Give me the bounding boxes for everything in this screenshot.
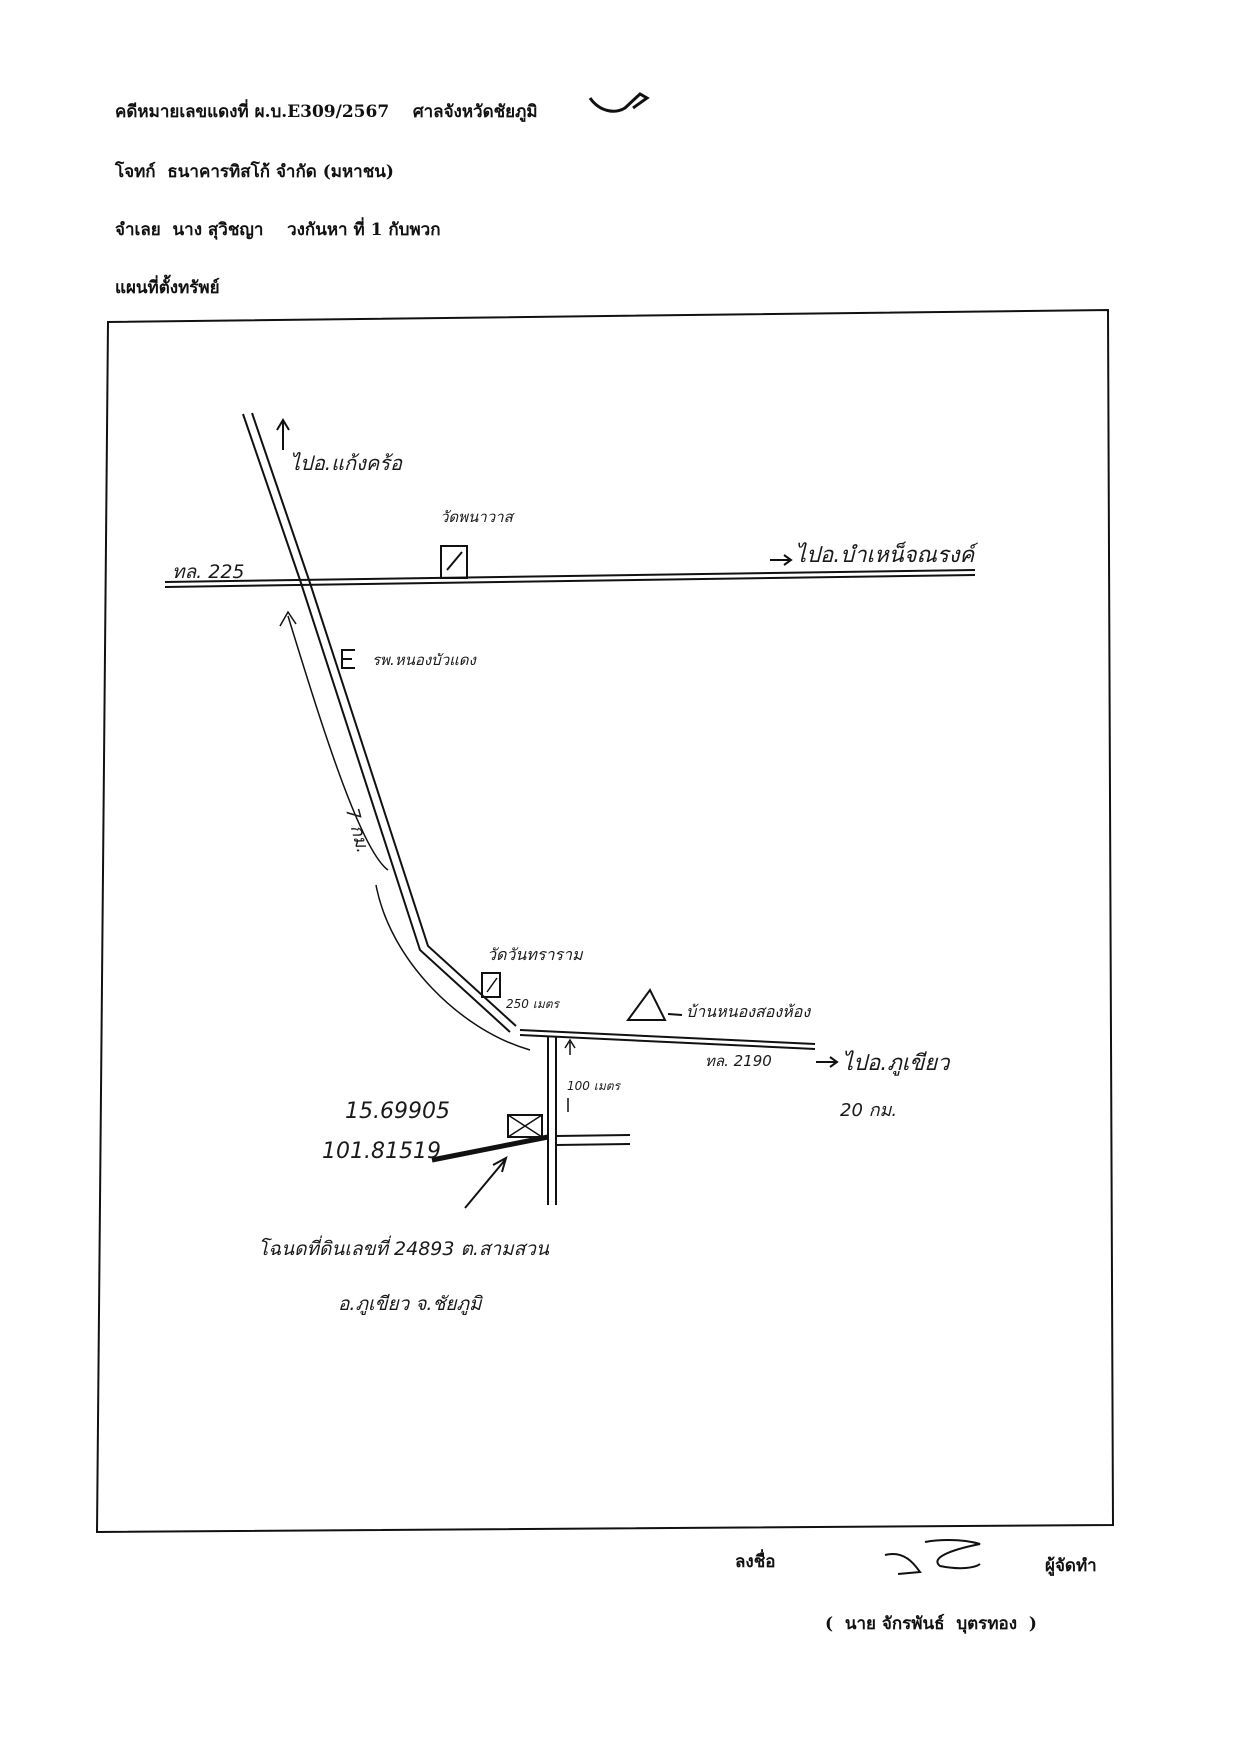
label-go-east-bottom: ไปอ.ภูเขียว xyxy=(842,1050,951,1076)
label-go-east-top: ไปอ.บำเหน็จณรงค์ xyxy=(795,541,979,568)
label-250m: 250 เมตร xyxy=(506,997,561,1011)
label-plot-line2: อ.ภูเขียว จ.ชัยภูมิ xyxy=(338,1293,484,1315)
cross-road xyxy=(555,1143,631,1146)
sign-label: ลงชื่อ xyxy=(735,1552,776,1572)
cross-road xyxy=(555,1134,631,1137)
map-title: แผนที่ตั้งทรัพย์ xyxy=(115,278,220,298)
road-2190 xyxy=(519,1029,816,1050)
stamp-mark xyxy=(588,92,650,113)
plaintiff-line: โจทก์ ธนาคารทิสโก้ จำกัด (มหาชน) xyxy=(115,162,394,182)
label-plot-line1: โฉนดที่ดินเลขที่ 24893 ต.สามสวน xyxy=(258,1235,550,1260)
label-longitude: 101.81519 xyxy=(322,1139,441,1164)
temple-top-icon xyxy=(440,545,468,579)
signer-name: ( นาย จักรพันธ์ บุตรทอง ) xyxy=(825,1614,1037,1634)
label-100m: 100 เมตร xyxy=(567,1079,622,1093)
label-temple-bottom: วัดวันทราราม xyxy=(487,945,584,964)
label-latitude: 15.69905 xyxy=(345,1099,450,1124)
north-arrow-icon xyxy=(276,418,290,450)
label-hospital: รพ.หนองบัวแดง xyxy=(372,651,478,669)
access-road xyxy=(431,1134,549,1163)
temple-bottom-icon xyxy=(481,972,501,998)
label-highway-225: ทล. 225 xyxy=(172,561,245,583)
landmark-triangle-icon xyxy=(626,988,667,1021)
main-road xyxy=(242,412,517,1033)
label-landmark: บ้านหนองสองห้อง xyxy=(686,1002,811,1021)
highway-225 xyxy=(164,569,976,588)
distance-arrow-100m xyxy=(564,1038,576,1112)
arrow-east-top-icon xyxy=(770,554,793,566)
signer-role: ผู้จัดทำ xyxy=(1045,1556,1097,1576)
label-distance-7km: 7 กม. xyxy=(341,806,373,856)
signature-mark xyxy=(884,1539,981,1575)
side-road xyxy=(547,1036,557,1205)
defendant-line: จำเลย นาง สุวิชญา วงกันหา ที่ 1 กับพวก xyxy=(115,220,441,240)
plot-pointer-arrow xyxy=(464,1155,508,1209)
label-temple-top: วัดพนาวาส xyxy=(440,508,516,526)
case-number-line: คดีหมายเลขแดงที่ ผ.บ.E309/2567 ศาลจังหวั… xyxy=(115,102,538,122)
plot-marker-icon xyxy=(507,1114,543,1138)
label-20km: 20 กม. xyxy=(840,1100,897,1121)
hospital-icon xyxy=(341,649,355,669)
arrow-east-bottom-icon xyxy=(816,1056,839,1068)
map-border xyxy=(95,308,1115,1534)
label-north-road: ไปอ.แก้งคร้อ xyxy=(290,451,403,475)
distance-arrow-7km xyxy=(287,615,531,1051)
label-road-2190: ทล. 2190 xyxy=(705,1052,772,1070)
